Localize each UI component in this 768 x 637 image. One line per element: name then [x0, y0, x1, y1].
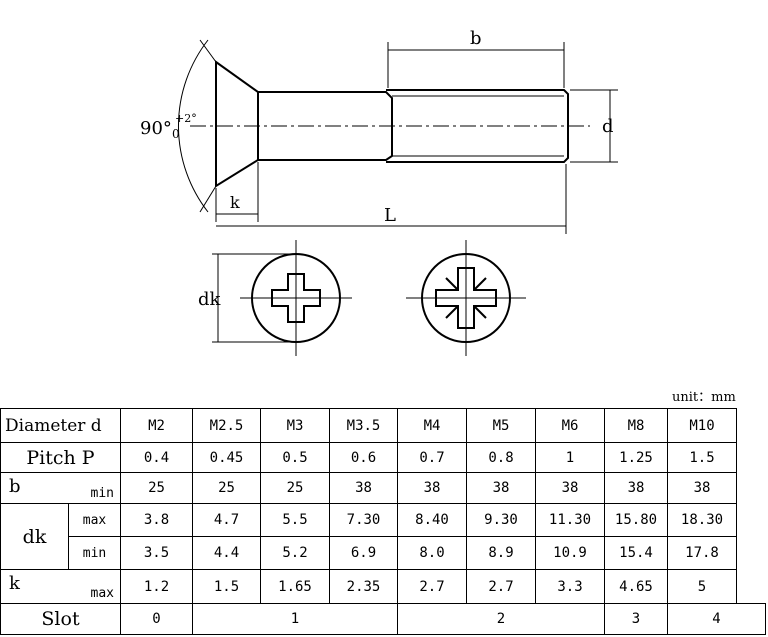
table-row-k: k max 1.2 1.5 1.65 2.35 2.7 2.7 3.3 4.65…: [0, 569, 766, 604]
table-cell: 1.5: [192, 569, 261, 604]
angle-arc: [178, 39, 209, 213]
table-row-dk-min: min 3.5 4.4 5.2 6.9 8.0 8.9 10.9 15.4 17…: [1, 536, 766, 570]
dimension-b-label: b: [470, 28, 482, 49]
table-cell: 1.25: [604, 442, 668, 473]
table-cell: M4: [397, 408, 467, 443]
table-cell: 8.40: [397, 503, 467, 537]
angle-tolerance-upper: +2°: [175, 112, 197, 125]
table-cell: 4.4: [192, 536, 261, 570]
table-cell: M6: [535, 408, 605, 443]
table-cell: 2: [397, 603, 605, 635]
slot-label: Slot: [0, 603, 121, 635]
dimension-L-label: L: [384, 205, 396, 226]
dk-max-label: max: [68, 503, 121, 537]
table-cell: 7.30: [329, 503, 398, 537]
table-row-dk-max: dk max 3.8 4.7 5.5 7.30 8.40 9.30 11.30 …: [0, 503, 766, 570]
dk-label: dk: [0, 503, 69, 570]
screw-head-outline: [215, 60, 259, 188]
table-cell: 5: [667, 569, 737, 604]
table-cell: M8: [604, 408, 668, 443]
table-cell: 0: [120, 603, 193, 635]
table-cell: 9.30: [466, 503, 536, 537]
b-min-label: min: [90, 486, 114, 501]
table-cell: 3.8: [120, 503, 193, 537]
table-cell: 3.5: [120, 536, 193, 570]
table-cell: 4: [667, 603, 766, 635]
k-max-label-cell: k max: [0, 569, 121, 604]
k-max-label: max: [90, 586, 114, 601]
table-cell: 8.9: [466, 536, 536, 570]
table-cell: 1: [192, 603, 398, 635]
table-cell: 0.6: [329, 442, 398, 473]
screw-specification-table: Diameter d M2 M2.5 M3 M3.5 M4 M5 M6 M8 M…: [0, 408, 766, 635]
table-cell: M3: [260, 408, 330, 443]
unit-label: unit：mm: [672, 390, 736, 405]
table-cell: 2.7: [397, 569, 467, 604]
table-cell: M3.5: [329, 408, 398, 443]
dimension-d-label: d: [602, 116, 614, 137]
table-cell: 15.80: [604, 503, 668, 537]
dimension-k-label: k: [230, 193, 240, 212]
table-cell: 25: [260, 472, 330, 504]
angle-label: 90°: [140, 118, 172, 139]
table-cell: 2.7: [466, 569, 536, 604]
table-cell: 38: [604, 472, 668, 504]
table-cell: 38: [329, 472, 398, 504]
cross-recess: [271, 273, 321, 323]
table-cell: M5: [466, 408, 536, 443]
table-cell: 38: [466, 472, 536, 504]
diameter-label: Diameter d: [0, 408, 121, 443]
table-cell: 15.4: [604, 536, 668, 570]
table-cell: 0.45: [192, 442, 261, 473]
table-cell: 3.3: [535, 569, 605, 604]
table-cell: M10: [667, 408, 737, 443]
table-cell: 6.9: [329, 536, 398, 570]
table-cell: 0.4: [120, 442, 193, 473]
table-cell: 5.2: [260, 536, 330, 570]
table-row-slot: Slot 0 1 2 3 4: [0, 603, 766, 635]
table-cell: 3: [604, 603, 668, 635]
table-cell: 11.30: [535, 503, 605, 537]
screw-technical-drawing: 90° +2° 0 b d k L dk: [140, 28, 618, 356]
table-cell: 4.7: [192, 503, 261, 537]
table-cell: M2: [120, 408, 193, 443]
table-cell: 0.7: [397, 442, 467, 473]
table-cell: 1.2: [120, 569, 193, 604]
table-cell: 1.5: [667, 442, 737, 473]
table-cell: 2.35: [329, 569, 398, 604]
table-cell: 17.8: [667, 536, 737, 570]
angle-tolerance-lower: 0: [172, 127, 180, 141]
table-cell: 0.5: [260, 442, 330, 473]
table-cell: M2.5: [192, 408, 261, 443]
table-cell: 25: [192, 472, 261, 504]
table-cell: 8.0: [397, 536, 467, 570]
table-cell: 5.5: [260, 503, 330, 537]
b-label: b: [9, 476, 21, 497]
table-row-b: b min 25 25 25 38 38 38 38 38 38: [0, 472, 766, 504]
pitch-label: Pitch P: [0, 442, 121, 473]
table-cell: 18.30: [667, 503, 737, 537]
table-cell: 10.9: [535, 536, 605, 570]
dimension-dk-label: dk: [198, 289, 222, 310]
table-row-diameter: Diameter d M2 M2.5 M3 M3.5 M4 M5 M6 M8 M…: [0, 408, 766, 443]
table-cell: 4.65: [604, 569, 668, 604]
dk-min-label: min: [68, 536, 121, 570]
table-cell: 38: [667, 472, 737, 504]
table-cell: 1.65: [260, 569, 330, 604]
table-cell: 1: [535, 442, 605, 473]
b-min-label-cell: b min: [0, 472, 121, 504]
table-cell: 0.8: [466, 442, 536, 473]
screw-shank-outline: [258, 91, 393, 161]
table-cell: 38: [397, 472, 467, 504]
table-row-pitch: Pitch P 0.4 0.45 0.5 0.6 0.7 0.8 1 1.25 …: [0, 442, 766, 473]
k-label: k: [9, 573, 20, 594]
table-cell: 38: [535, 472, 605, 504]
table-cell: 25: [120, 472, 193, 504]
